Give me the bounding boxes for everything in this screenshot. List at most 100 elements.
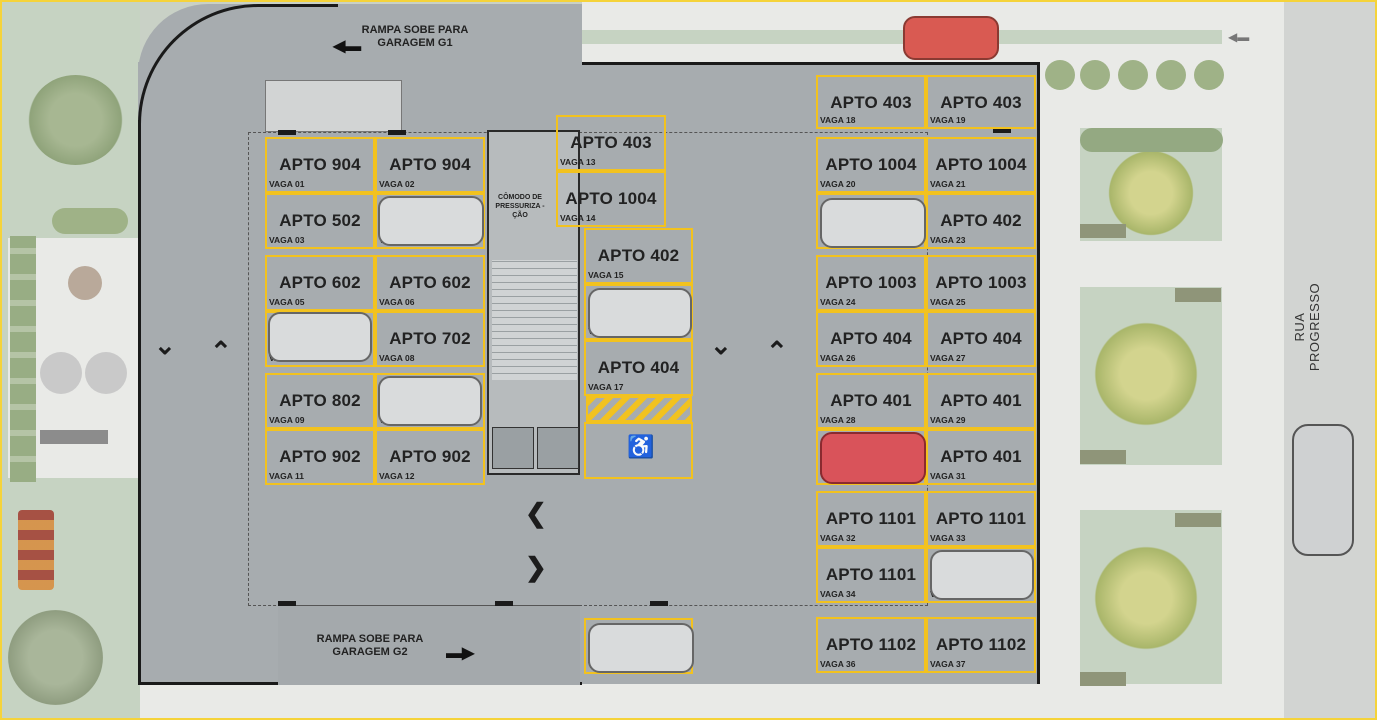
- hatched-zone: [586, 396, 692, 422]
- tree-icon: [28, 75, 123, 165]
- stall-apartment-label: APTO 1003: [825, 273, 917, 292]
- stall-number-label: VAGA 12: [379, 471, 415, 481]
- bench-icon: [1175, 513, 1221, 527]
- stall-apartment-label: APTO 401: [830, 391, 912, 410]
- stall-number-label: VAGA 20: [820, 179, 856, 189]
- shrub-icon: [1194, 60, 1224, 90]
- car-icon: [930, 550, 1034, 600]
- chevron-right-icon: ❯: [525, 552, 547, 582]
- bench-icon: [1175, 288, 1221, 302]
- wall-marker: [278, 601, 296, 606]
- ramp-g1-line1: RAMPA SOBE PARA: [361, 24, 469, 36]
- stall-number-label: VAGA 23: [930, 235, 966, 245]
- outer-wall-right: [1037, 62, 1040, 684]
- street-curb: [1222, 0, 1284, 720]
- stall-number-label: VAGA 33: [930, 533, 966, 543]
- stall-number-label: VAGA 25: [930, 297, 966, 307]
- inner-dashed-boundary: [248, 132, 928, 606]
- stall-apartment-label: APTO 402: [940, 211, 1022, 230]
- stall-apartment-label: APTO 902: [389, 447, 471, 466]
- wall-marker: [650, 601, 668, 606]
- playground-icon: [18, 510, 54, 590]
- stall-number-label: VAGA 06: [379, 297, 415, 307]
- red-car-icon: [903, 16, 999, 60]
- stall-apartment-label: APTO 1102: [825, 635, 917, 654]
- red-car-icon: [820, 432, 926, 484]
- outer-wall-left: [138, 120, 141, 684]
- umbrella-icon: [85, 352, 127, 394]
- stall-number-label: VAGA 26: [820, 353, 856, 363]
- ramp-hatch: [265, 80, 402, 132]
- bench-icon: [1080, 450, 1126, 464]
- chevron-down-icon: ⌄: [154, 330, 176, 360]
- wall-marker: [388, 130, 406, 135]
- stall-apartment-label: APTO 1101: [825, 565, 917, 584]
- stall-apartment-label: APTO 904: [389, 155, 471, 174]
- stall-apartment-label: APTO 904: [279, 155, 361, 174]
- planter-strip: [10, 236, 36, 482]
- elevator-2: [537, 427, 579, 469]
- shrub-icon: [1080, 60, 1110, 90]
- ramp-g1-line2: GARAGEM G1: [377, 37, 453, 49]
- stall-apartment-label: APTO 402: [597, 246, 680, 265]
- stall-apartment-label: APTO 902: [279, 447, 361, 466]
- stall-number-label: VAGA 18: [820, 115, 856, 125]
- stall-number-label: VAGA 24: [820, 297, 856, 307]
- stall-apartment-label: APTO 404: [597, 358, 680, 377]
- core-room-line3: ÇÃO: [512, 212, 528, 219]
- stall-number-label: VAGA 31: [930, 471, 966, 481]
- ramp-g2-line2: GARAGEM G2: [332, 646, 408, 658]
- stall-number-label: VAGA 17: [588, 382, 624, 392]
- accessible-space: [584, 422, 693, 479]
- car-icon: [588, 288, 692, 338]
- round-table-icon: [68, 266, 102, 300]
- stall-number-label: VAGA 19: [930, 115, 966, 125]
- core-room-line2: PRESSURIZA -: [495, 203, 545, 210]
- arrow-left-icon: ◀▬: [1228, 30, 1250, 44]
- elevator-1: [492, 427, 534, 469]
- stall-number-label: VAGA 27: [930, 353, 966, 363]
- ramp-curve: [138, 4, 338, 204]
- stall-apartment-label: APTO 404: [940, 329, 1022, 348]
- stall-number-label: VAGA 37: [930, 659, 966, 669]
- stall-number-label: VAGA 14: [560, 213, 596, 223]
- wall-marker: [495, 601, 513, 606]
- stall-apartment-label: APTO 1003: [935, 273, 1027, 292]
- shrub-icon: [1118, 60, 1148, 90]
- car-icon: [588, 623, 694, 673]
- hedge-row: [52, 208, 128, 234]
- stall-number-label: VAGA 13: [560, 157, 596, 167]
- chevron-left-icon: ❮: [525, 498, 547, 528]
- stall-apartment-label: APTO 1004: [935, 155, 1027, 174]
- shrub-icon: [1156, 60, 1186, 90]
- stall-number-label: VAGA 34: [820, 589, 856, 599]
- stall-apartment-label: APTO 1102: [935, 635, 1027, 654]
- tree-icon: [1108, 150, 1194, 236]
- umbrella-icon: [40, 352, 82, 394]
- stall-number-label: VAGA 32: [820, 533, 856, 543]
- wall-marker: [278, 130, 296, 135]
- stall-number-label: VAGA 03: [269, 235, 305, 245]
- stall-number-label: VAGA 01: [269, 179, 305, 189]
